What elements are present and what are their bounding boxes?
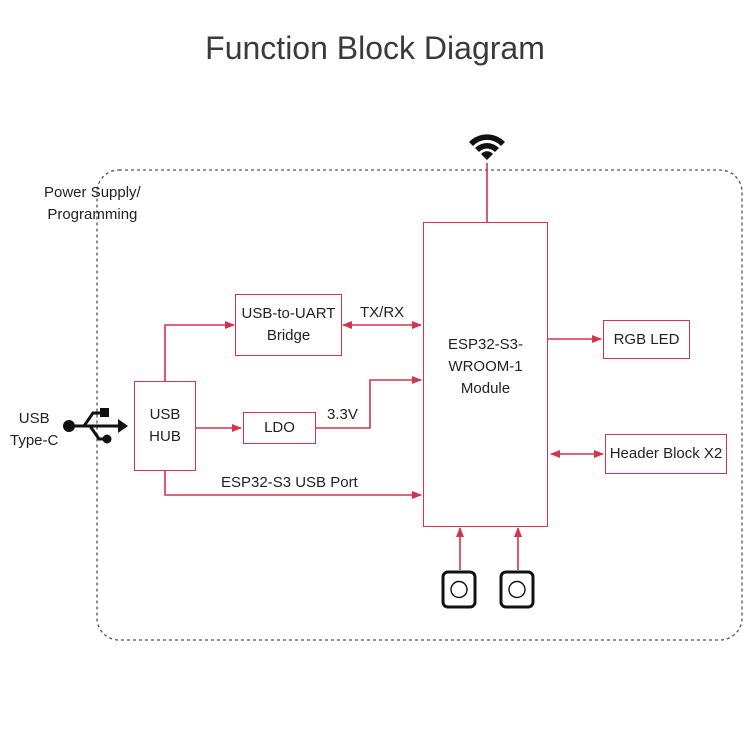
txrx-label: TX/RX [360, 304, 405, 321]
power-supply-label: Power Supply/ Programming [44, 184, 141, 223]
hub-to-uart-line [164, 321, 235, 381]
ldo-block: LDO [243, 412, 316, 444]
v33-label: 3.3V [327, 406, 358, 423]
wifi-icon [469, 134, 505, 160]
push-button-2-icon[interactable] [499, 570, 535, 609]
board-outline [96, 169, 743, 641]
usb-icon [63, 408, 128, 444]
usb-port-label: ESP32-S3 USB Port [221, 474, 358, 491]
uart-bridge-block: USB-to-UART Bridge [235, 294, 342, 356]
usb-hub-block: USB HUB [134, 381, 196, 471]
v33-line [316, 376, 422, 429]
usb-port-line [164, 471, 422, 499]
usb-type-c-label: USB Type-C [10, 410, 59, 449]
page-title: Function Block Diagram [205, 30, 545, 66]
push-button-1-icon[interactable] [441, 570, 477, 609]
rgb-led-block: RGB LED [603, 320, 690, 359]
header-block: Header Block X2 [605, 434, 727, 474]
esp-module-block: ESP32-S3- WROOM-1 Module [423, 222, 548, 527]
